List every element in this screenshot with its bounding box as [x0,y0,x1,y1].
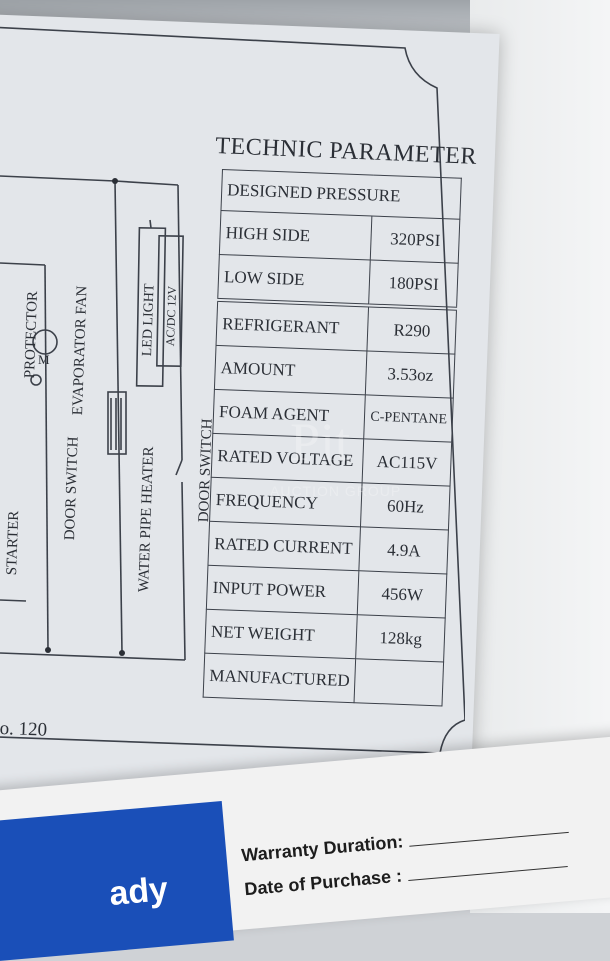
door-switch-left-label: DOOR SWITCH [62,436,82,541]
table-row: MANUFACTURED [203,653,444,706]
param-name: MANUFACTURED [203,653,357,703]
param-value: 128kg [356,614,446,662]
param-value [354,658,444,706]
label-border [0,26,465,754]
param-value: 3.53oz [365,350,455,399]
watermark-logo: Pit AUCTION GROUP [270,412,401,499]
param-value: R290 [367,305,457,355]
param-name: RATED CURRENT [207,521,361,571]
watermark-mark: Pit [290,412,350,472]
param-value: 456W [357,570,447,618]
param-value: 180PSI [369,260,459,309]
acdc-label: AC/DC 12V [163,285,180,347]
param-name: REFRIGERANT [216,299,370,351]
watermark-text: AUCTION GROUP [270,483,401,499]
date-of-purchase-label: Date of Purchase : [243,865,403,900]
param-name: AMOUNT [214,345,368,395]
model-number-text: o. 120 [0,718,48,741]
warranty-duration-rule [409,831,570,847]
param-name: LOW SIDE [217,254,371,306]
param-name: HIGH SIDE [219,210,373,261]
warranty-duration-label: Warranty Duration: [240,831,405,866]
param-value: 4.9A [359,526,449,575]
starter-label: STARTER [4,510,23,576]
param-name: NET WEIGHT [204,609,358,659]
motor-label: M [38,352,50,367]
wiring-diagram: PROTECTOR M EVAPORATOR FAN STARTER DOOR … [0,160,230,680]
date-of-purchase-rule [408,866,568,881]
card-blue-text: ady [107,870,170,914]
card-blue-panel: ady [0,800,234,961]
param-value: 320PSI [370,216,460,264]
param-name: INPUT POWER [206,565,360,615]
wiring-lines [0,175,186,661]
led-light-label: LED LIGHT [140,283,158,357]
